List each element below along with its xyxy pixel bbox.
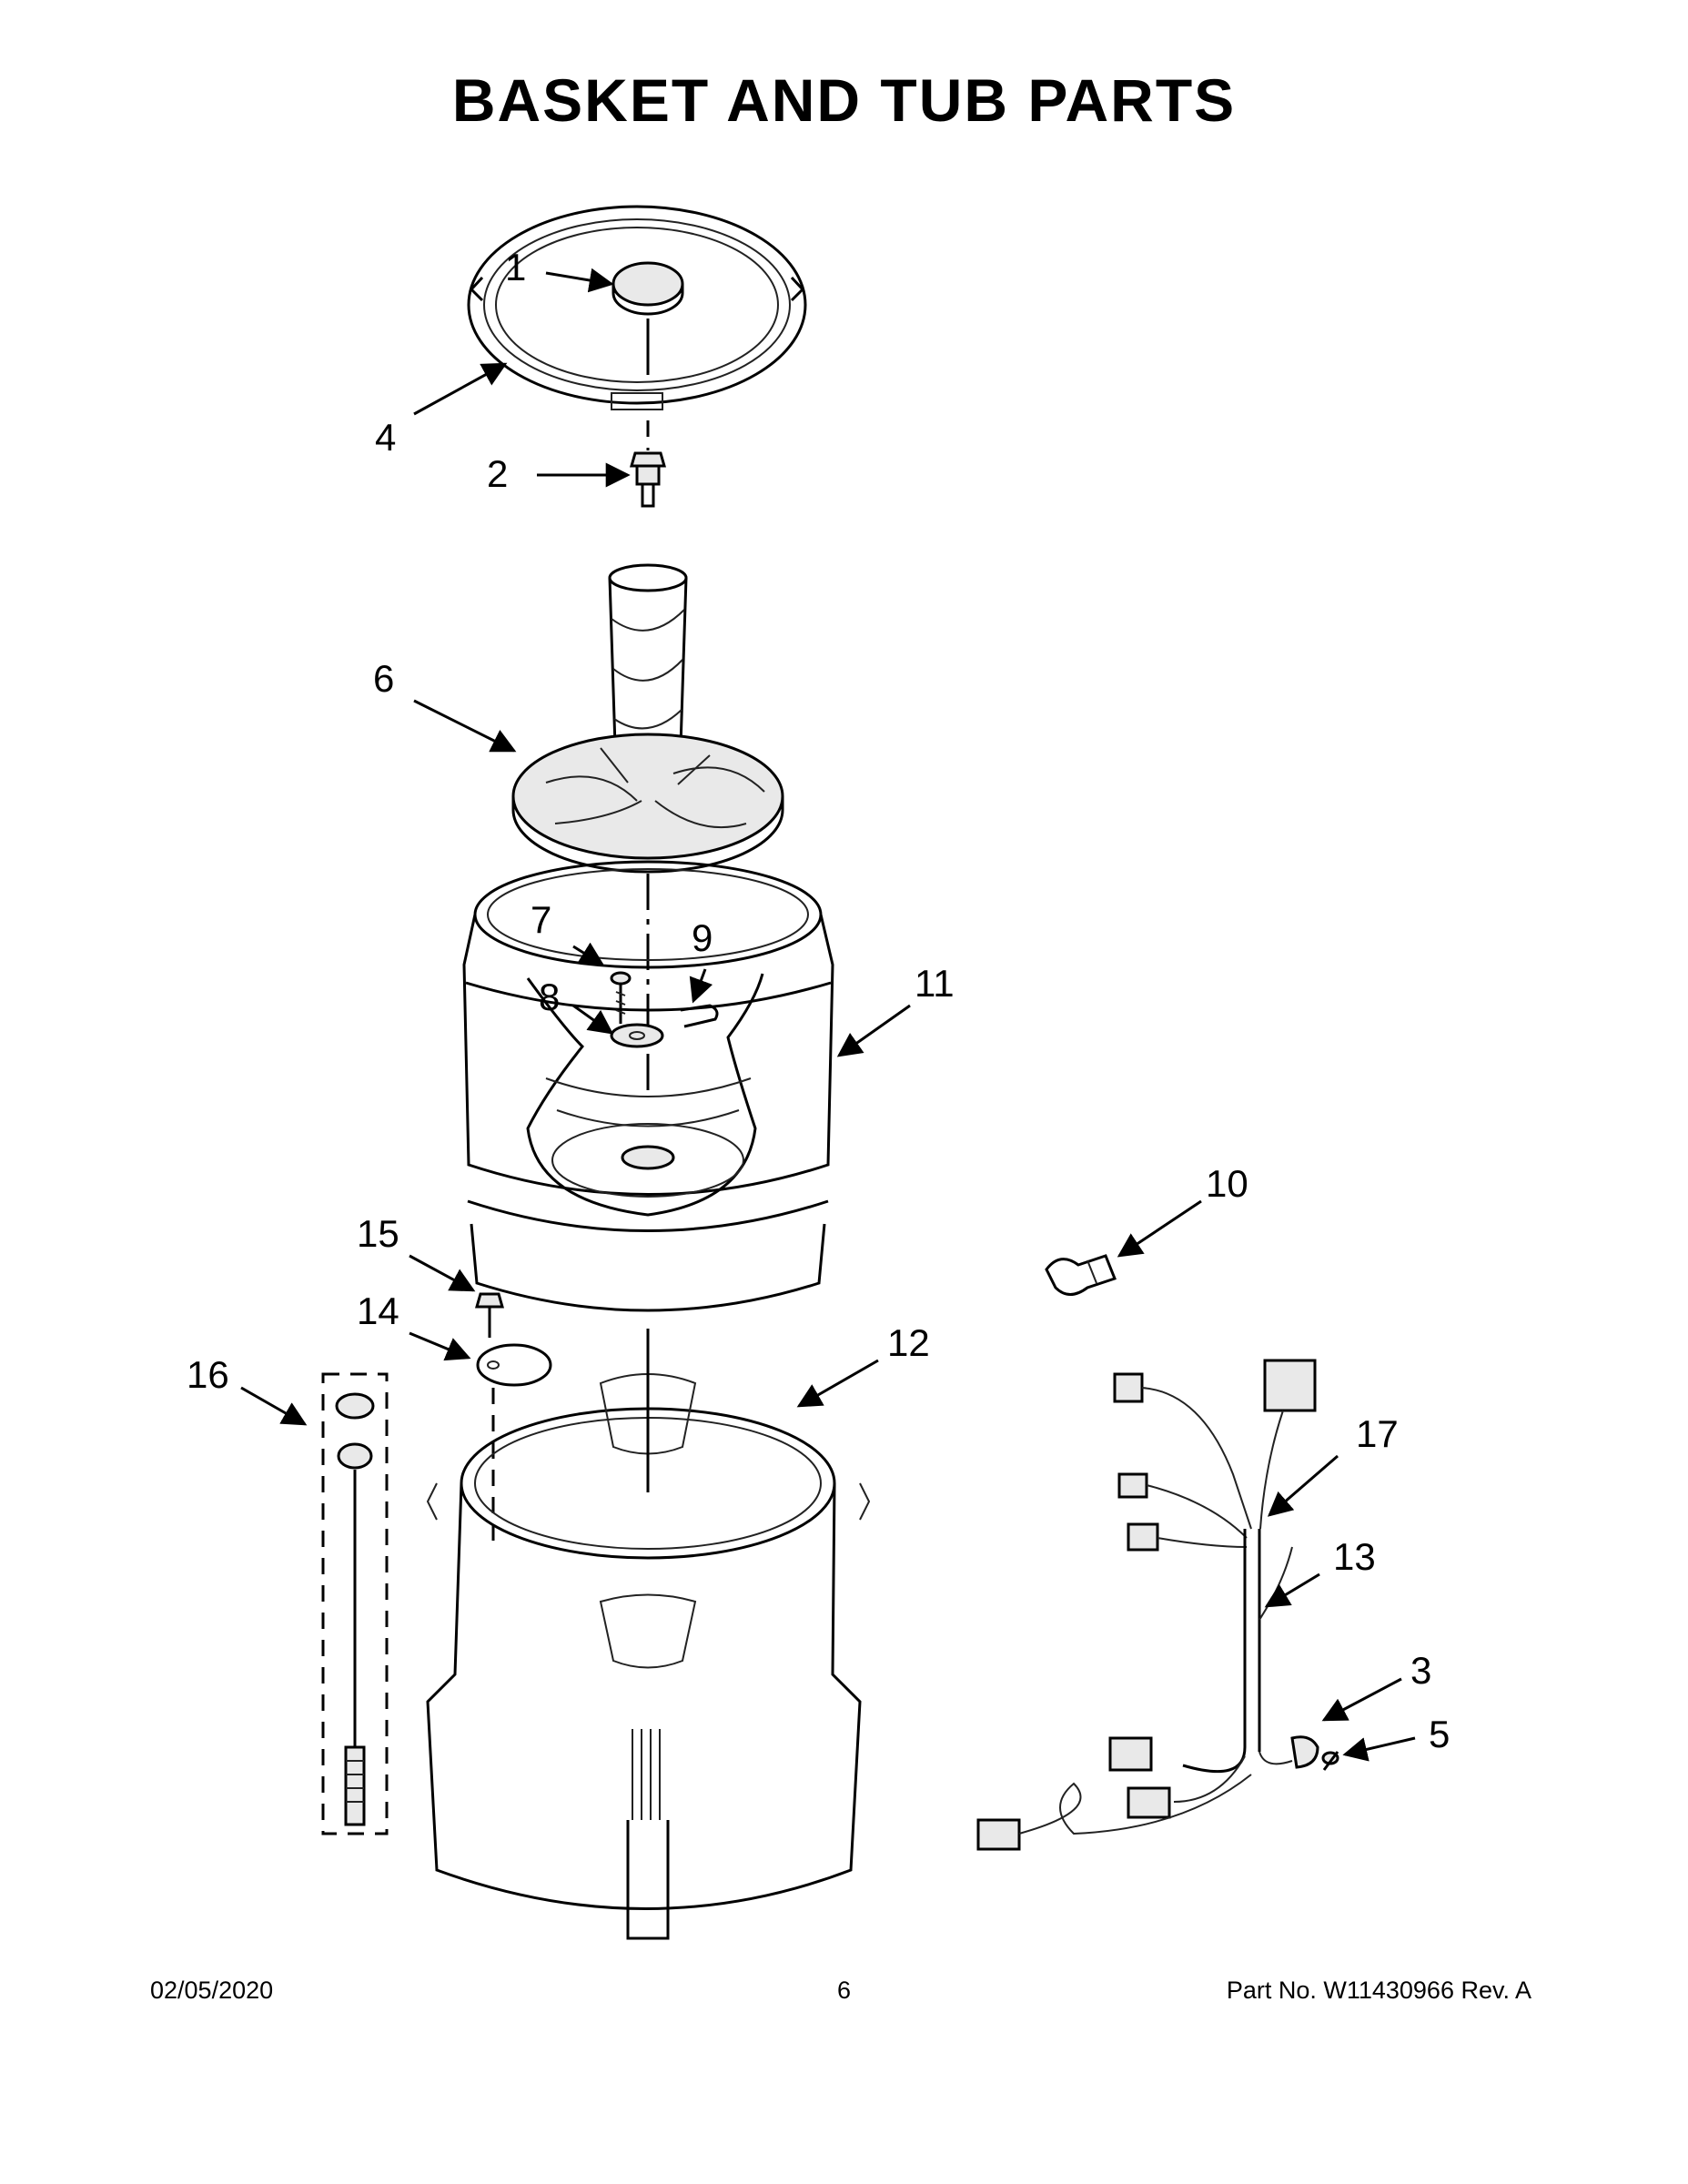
footer-page-number: 6 [836,1977,852,2004]
u-clip-part [680,1004,719,1028]
callout-12: 12 [887,1321,930,1364]
washer-part [610,1023,664,1048]
callout-4: 4 [375,416,396,459]
cap-part [612,261,684,375]
tub-bolt-part [475,1292,504,1338]
wire-harness-part [976,1359,1319,1851]
callout-11: 11 [915,962,955,1005]
callout-7: 7 [531,898,551,941]
callout-5: 5 [1429,1713,1450,1755]
harness-screw-part [1321,1751,1339,1771]
impeller-part [511,733,784,874]
balance-ring-part [467,205,807,410]
callout-3: 3 [1410,1649,1431,1692]
callout-9: 9 [692,916,713,959]
auger-part [608,563,688,762]
callout-10: 10 [1206,1162,1248,1205]
bracket-plate-part [476,1343,552,1547]
bolt-part [630,451,666,508]
callout-13: 13 [1333,1535,1376,1578]
footer-date: 02/05/2020 [150,1977,274,2004]
callout-labels: 1 4 2 6 7 9 8 11 10 15 14 12 16 17 13 3 … [187,246,1450,1755]
screw-part [610,971,632,1024]
callout-16: 16 [187,1353,229,1396]
page-title: BASKET AND TUB PARTS [451,66,1237,134]
suspension-rod-part [321,1372,389,1835]
callout-14: 14 [357,1289,399,1332]
wire-clip-part [1045,1254,1117,1296]
callout-1: 1 [505,246,526,288]
footer-part-number: Part No. W11430966 Rev. A [1226,1977,1531,2004]
callout-2: 2 [487,452,508,495]
callout-15: 15 [357,1212,399,1255]
callout-6: 6 [373,657,394,700]
wash-basket-part [462,860,834,1312]
callout-17: 17 [1356,1412,1399,1455]
leader-lines [240,268,1416,1762]
outer-tub-part [426,1329,871,1940]
callout-8: 8 [539,976,560,1018]
